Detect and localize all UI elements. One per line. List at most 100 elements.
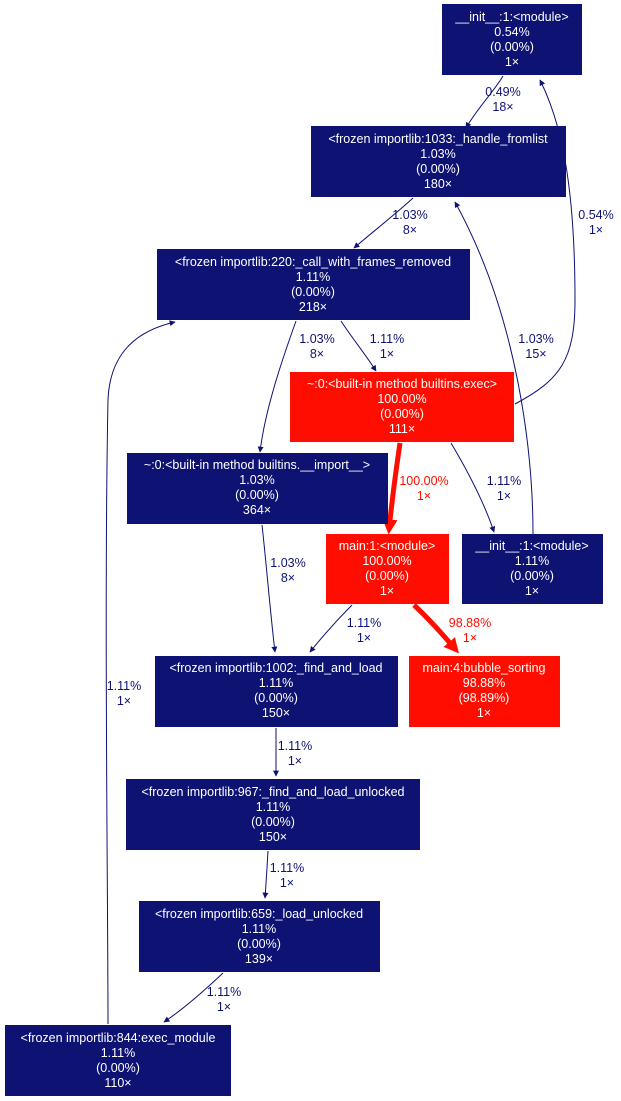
- edge-label-pct: 1.11%: [107, 679, 142, 693]
- edge-label-calls: 1×: [217, 1000, 231, 1014]
- edge-label-pct: 1.11%: [278, 739, 313, 753]
- node-total-pct: 1.11%: [259, 676, 294, 690]
- node-function-name: <frozen importlib:1033:_handle_fromlist: [328, 132, 548, 146]
- edge-label-calls: 18×: [492, 100, 513, 114]
- edge-exec-to-init-top: 0.54% 1×: [514, 79, 614, 405]
- edge-label-calls: 1×: [589, 223, 603, 237]
- edge-label-calls: 1×: [117, 694, 131, 708]
- node-init-mid[interactable]: __init__:1:<module> 1.11% (0.00%) 1×: [462, 534, 603, 604]
- node-self-pct: (0.00%): [235, 488, 279, 502]
- edge-load-unlocked-to-exec-module: 1.11% 1×: [163, 972, 241, 1023]
- node-init-top[interactable]: __init__:1:<module> 0.54% (0.00%) 1×: [442, 4, 582, 75]
- edge-label-pct: 1.11%: [487, 474, 522, 488]
- node-call-count: 150×: [262, 706, 290, 720]
- edge-label-pct: 1.11%: [347, 616, 382, 630]
- node-total-pct: 1.11%: [515, 554, 550, 568]
- edge-label-calls: 1×: [288, 754, 302, 768]
- edge-label-pct: 100.00%: [399, 474, 448, 488]
- node-function-name: __init__:1:<module>: [474, 539, 588, 553]
- edge-exec-module-to-call-frames: 1.11% 1×: [105, 320, 176, 1025]
- node-call-count: 1×: [505, 55, 519, 69]
- node-builtins-exec[interactable]: ~:0:<built-in method builtins.exec> 100.…: [290, 372, 514, 442]
- edge-main-to-bubble: 98.88% 1×: [412, 603, 491, 654]
- node-total-pct: 100.00%: [362, 554, 411, 568]
- node-handle-fromlist[interactable]: <frozen importlib:1033:_handle_fromlist …: [311, 126, 566, 197]
- node-call-count: 139×: [245, 952, 273, 966]
- node-function-name: <frozen importlib:220:_call_with_frames_…: [175, 255, 451, 269]
- edge-label-pct: 1.11%: [370, 332, 405, 346]
- node-function-name: ~:0:<built-in method builtins.exec>: [307, 377, 497, 391]
- edge-call-frames-to-import: 1.03% 8×: [257, 320, 335, 453]
- edge-label-calls: 1×: [357, 631, 371, 645]
- node-call-count: 110×: [104, 1076, 131, 1090]
- edge-init-to-fromlist: 0.49% 18×: [465, 75, 521, 129]
- edge-label-calls: 8×: [310, 347, 324, 361]
- edge-label-pct: 0.54%: [578, 208, 613, 222]
- node-function-name: ~:0:<built-in method builtins.__import__…: [144, 458, 370, 472]
- edge-label-calls: 8×: [281, 571, 295, 585]
- node-self-pct: (0.00%): [416, 162, 460, 176]
- node-main-module[interactable]: main:1:<module> 100.00% (0.00%) 1×: [326, 534, 449, 604]
- node-function-name: __init__:1:<module>: [454, 10, 568, 24]
- node-self-pct: (0.00%): [251, 815, 295, 829]
- node-total-pct: 1.03%: [239, 473, 274, 487]
- edge-exec-to-main: 100.00% 1×: [382, 442, 449, 535]
- edge-label-pct: 1.03%: [518, 332, 553, 346]
- node-total-pct: 1.11%: [256, 800, 291, 814]
- node-call-count: 1×: [525, 584, 539, 598]
- node-self-pct: (98.89%): [459, 691, 510, 705]
- node-find-and-load-unlocked[interactable]: <frozen importlib:967:_find_and_load_unl…: [126, 779, 420, 850]
- node-self-pct: (0.00%): [254, 691, 298, 705]
- node-call-with-frames-removed[interactable]: <frozen importlib:220:_call_with_frames_…: [157, 249, 470, 320]
- node-self-pct: (0.00%): [490, 40, 534, 54]
- edge-label-calls: 15×: [525, 347, 546, 361]
- node-total-pct: 98.88%: [463, 676, 505, 690]
- node-load-unlocked[interactable]: <frozen importlib:659:_load_unlocked 1.1…: [139, 901, 380, 972]
- edge-import-to-find-load: 1.03% 8×: [261, 524, 306, 653]
- node-self-pct: (0.00%): [380, 407, 424, 421]
- edge-label-calls: 1×: [497, 489, 511, 503]
- node-self-pct: (0.00%): [510, 569, 554, 583]
- node-total-pct: 1.03%: [420, 147, 455, 161]
- edge-label-calls: 1×: [463, 631, 477, 645]
- edge-label-calls: 1×: [380, 347, 394, 361]
- node-exec-module[interactable]: <frozen importlib:844:exec_module 1.11% …: [5, 1025, 231, 1096]
- node-function-name: <frozen importlib:844:exec_module: [21, 1031, 216, 1045]
- node-function-name: <frozen importlib:967:_find_and_load_unl…: [141, 785, 404, 799]
- edge-label-pct: 1.03%: [270, 556, 305, 570]
- node-self-pct: (0.00%): [365, 569, 409, 583]
- edge-label-calls: 1×: [280, 876, 294, 890]
- node-bubble-sorting[interactable]: main:4:bubble_sorting 98.88% (98.89%) 1×: [409, 656, 560, 727]
- edge-main-to-find-load: 1.11% 1×: [309, 604, 382, 653]
- node-call-count: 1×: [380, 584, 394, 598]
- node-call-count: 150×: [259, 830, 287, 844]
- node-find-and-load[interactable]: <frozen importlib:1002:_find_and_load 1.…: [155, 656, 398, 727]
- edge-label-pct: 1.03%: [392, 208, 427, 222]
- node-function-name: <frozen importlib:659:_load_unlocked: [155, 907, 363, 921]
- edge-unlocked-to-load-unlocked: 1.11% 1×: [262, 850, 305, 899]
- node-call-count: 180×: [424, 177, 452, 191]
- edge-label-pct: 98.88%: [449, 616, 491, 630]
- edge-exec-to-init-mid: 1.11% 1×: [450, 442, 522, 533]
- node-total-pct: 100.00%: [377, 392, 426, 406]
- node-total-pct: 1.11%: [242, 922, 277, 936]
- node-call-count: 218×: [299, 300, 327, 314]
- edge-call-frames-to-exec: 1.11% 1×: [340, 320, 405, 372]
- node-function-name: <frozen importlib:1002:_find_and_load: [169, 661, 382, 675]
- node-self-pct: (0.00%): [291, 285, 335, 299]
- edge-label-pct: 1.03%: [299, 332, 334, 346]
- node-total-pct: 1.11%: [101, 1046, 136, 1060]
- edge-label-pct: 0.49%: [485, 85, 520, 99]
- node-call-count: 111×: [389, 422, 415, 436]
- node-builtins-import[interactable]: ~:0:<built-in method builtins.__import__…: [127, 453, 388, 524]
- edge-label-calls: 1×: [417, 489, 431, 503]
- edge-fromlist-to-call-frames: 1.03% 8×: [353, 197, 428, 249]
- node-self-pct: (0.00%): [96, 1061, 140, 1075]
- edge-label-calls: 8×: [403, 223, 417, 237]
- edge-label-pct: 1.11%: [270, 861, 305, 875]
- node-function-name: main:1:<module>: [339, 539, 436, 553]
- node-total-pct: 1.11%: [296, 270, 331, 284]
- edge-find-load-to-unlocked: 1.11% 1×: [273, 728, 313, 777]
- edge-init-mid-to-fromlist: 1.03% 15×: [454, 201, 554, 535]
